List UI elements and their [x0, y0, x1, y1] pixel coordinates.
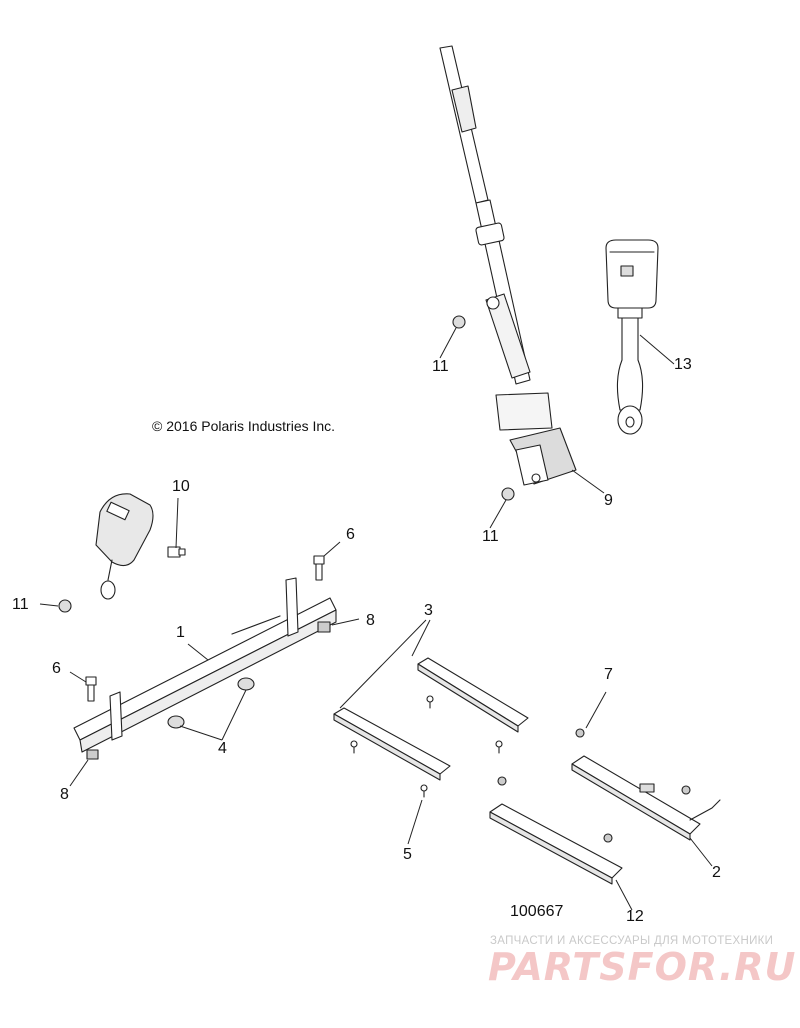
grommet-4 [167, 677, 255, 729]
callout-5: 5 [403, 846, 412, 863]
nut-11-left [58, 599, 72, 613]
bolt-10 [167, 546, 186, 558]
callout-9: 9 [604, 492, 613, 509]
bolts-7 [497, 728, 691, 843]
copyright-text: © 2016 Polaris Industries Inc. [152, 418, 336, 434]
bolt-6-upper [313, 555, 325, 581]
nut-11-lower [501, 487, 515, 501]
clip-8-lower [86, 749, 99, 760]
seat-slider-lever [571, 755, 721, 841]
callout-11-upper: 11 [432, 358, 449, 375]
diagram-number: 100667 [510, 903, 564, 920]
callout-6-upper: 6 [346, 526, 355, 543]
callout-8-upper: 8 [366, 612, 375, 629]
callout-11-left: 11 [12, 596, 29, 613]
callout-12: 12 [626, 908, 644, 925]
watermark-tagline: ЗАПЧАСТИ И АКСЕССУАРЫ ДЛЯ МОТОТЕХНИКИ [490, 935, 774, 947]
callout-2: 2 [712, 864, 721, 881]
watermark-logo: PARTSFOR.RU [488, 945, 797, 989]
seat-rail-bar [73, 577, 337, 753]
callout-1: 1 [176, 624, 185, 641]
left-buckle [95, 493, 154, 600]
callout-13: 13 [674, 356, 692, 373]
leader-lines [39, 327, 713, 911]
callout-7: 7 [604, 666, 613, 683]
screws-5 [350, 695, 503, 798]
callout-6-lower: 6 [52, 660, 61, 677]
callout-4: 4 [218, 740, 227, 757]
callout-3: 3 [424, 602, 433, 619]
callout-8-lower: 8 [60, 786, 69, 803]
clip-8-upper [317, 621, 331, 633]
seat-belt-retractor [439, 45, 577, 486]
nut-11-upper [452, 315, 466, 329]
slide-rail-upper [417, 657, 529, 733]
callout-10: 10 [172, 478, 190, 495]
seat-belt-buckle [605, 239, 659, 435]
callout-11-lower: 11 [482, 528, 499, 545]
slide-rail-lower [333, 707, 451, 781]
bolt-6-lower [85, 676, 97, 702]
slider-rail-12 [489, 803, 623, 885]
